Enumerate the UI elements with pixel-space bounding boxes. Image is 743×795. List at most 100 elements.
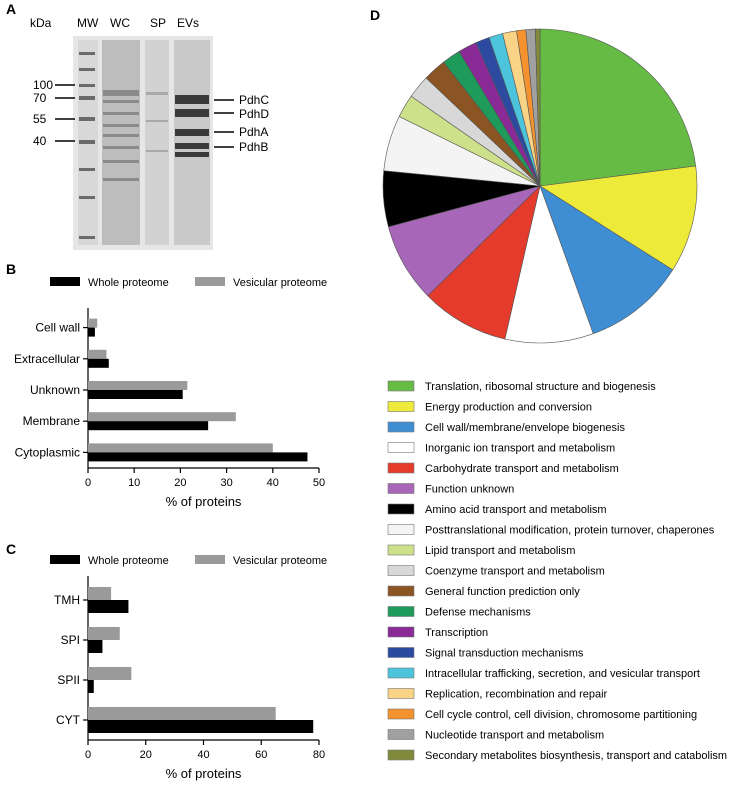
panel-a-letter: A [6,1,16,17]
x-tick-label: 50 [313,477,325,489]
x-axis-title: % of proteins [166,766,242,781]
bar-vesicular [88,627,120,640]
bar-vesicular [88,587,112,600]
bar-vesicular [88,707,276,720]
legend-swatch [387,401,415,412]
legend-label: Transcription [425,627,488,639]
legend-swatch [387,544,415,556]
lane-label-wc: WC [110,16,130,30]
legend-swatch [387,380,415,392]
bar-vesicular [88,443,273,453]
lane-label-sp: SP [150,16,166,30]
legend-swatch [387,667,415,679]
legend-label: Whole proteome [88,277,169,289]
legend-label: Nucleotide transport and metabolism [425,730,604,742]
x-tick-label: 40 [197,749,209,761]
legend-label: Carbohydrate transport and metabolism [425,463,619,475]
legend-swatch [387,462,415,474]
legend-swatch [387,626,415,638]
legend-swatch [387,749,415,761]
wc-bands [103,90,139,181]
legend-label: Vesicular proteome [233,555,327,567]
bar-whole [88,421,209,431]
y-tick-label: Extracellular [14,352,80,366]
bar-whole [88,600,129,613]
legend-label: Defense mechanisms [425,607,531,619]
bar-whole [88,640,103,653]
legend-swatch [387,442,415,453]
legend-swatch [387,565,415,576]
legend-swatch [387,688,415,699]
kda-label: kDa [30,16,52,30]
legend-label: Translation, ribosomal structure and bio… [425,381,656,393]
legend-swatch [387,421,415,433]
legend-swatch [195,555,225,564]
legend-label: General function prediction only [425,586,580,598]
mw-marker-label: 70 [33,91,47,105]
x-axis-title: % of proteins [166,494,242,509]
legend-swatch [387,524,415,535]
legend-swatch [387,503,415,515]
pie-slice [504,184,594,344]
x-tick-label: 80 [313,749,325,761]
panel-d-chart: D Translation, ribosomal structure and b… [370,7,727,762]
lane-label-evs: EVs [177,16,199,30]
bar-whole [88,358,109,368]
mw-markers: 100 70 55 40 [33,78,75,148]
bar-vesicular [88,412,236,422]
y-tick-label: SPI [61,633,80,647]
x-tick-label: 0 [85,749,91,761]
x-tick-label: 30 [220,477,232,489]
legend-swatch [50,277,80,286]
x-tick-label: 20 [140,749,152,761]
y-tick-label: Cell wall [35,321,80,335]
legend-label: Energy production and conversion [425,402,592,414]
legend-label: Lipid transport and metabolism [425,545,575,557]
legend-label: Cell cycle control, cell division, chrom… [425,709,697,721]
legend-swatch [387,729,415,740]
band-labels: PdhC PdhD PdhA PdhB [214,93,269,154]
legend-swatch [387,606,415,617]
legend-swatch [50,555,80,564]
legend-label: Posttranslational modification, protein … [425,525,715,537]
legend-label: Function unknown [425,484,514,496]
pie-slice [534,28,541,187]
bar-whole [88,720,314,733]
legend-label: Whole proteome [88,555,169,567]
x-tick-label: 20 [174,477,186,489]
legend-label: Replication, recombination and repair [425,689,608,701]
pie-slice [539,185,674,335]
legend-swatch [387,708,415,720]
gel-lane-wc [102,40,140,245]
band-label-pdhd: PdhD [239,107,269,121]
panel-a: A kDa MW WC SP EVs [6,1,269,250]
bar-vesicular [88,667,132,680]
evs-bands [175,95,209,157]
legend-label: Signal transduction mechanisms [425,648,584,660]
lane-label-mw: MW [77,16,99,30]
mw-marker-label: 100 [33,78,53,92]
bar-vesicular [88,318,98,328]
mw-marker-label: 40 [33,134,47,148]
band-label-pdhc: PdhC [239,93,269,107]
bar-whole [88,327,95,337]
y-tick-label: SPII [57,673,80,687]
x-tick-label: 10 [128,477,140,489]
mw-ladder-bands [79,52,95,239]
bar-whole [88,390,183,399]
gel-lane-evs [174,40,210,245]
legend-swatch [387,647,415,658]
legend-label: Amino acid transport and metabolism [425,504,607,516]
panel-d-letter: D [370,7,380,23]
gel-lane-sp [145,40,169,245]
pie-slice [539,28,697,187]
pie-slice [427,185,541,340]
bar-vesicular [88,349,107,359]
sp-bands [146,92,168,152]
mw-marker-label: 55 [33,112,47,126]
panel-b-letter: B [6,261,16,277]
y-tick-label: CYT [56,713,81,727]
legend-swatch [387,585,415,597]
